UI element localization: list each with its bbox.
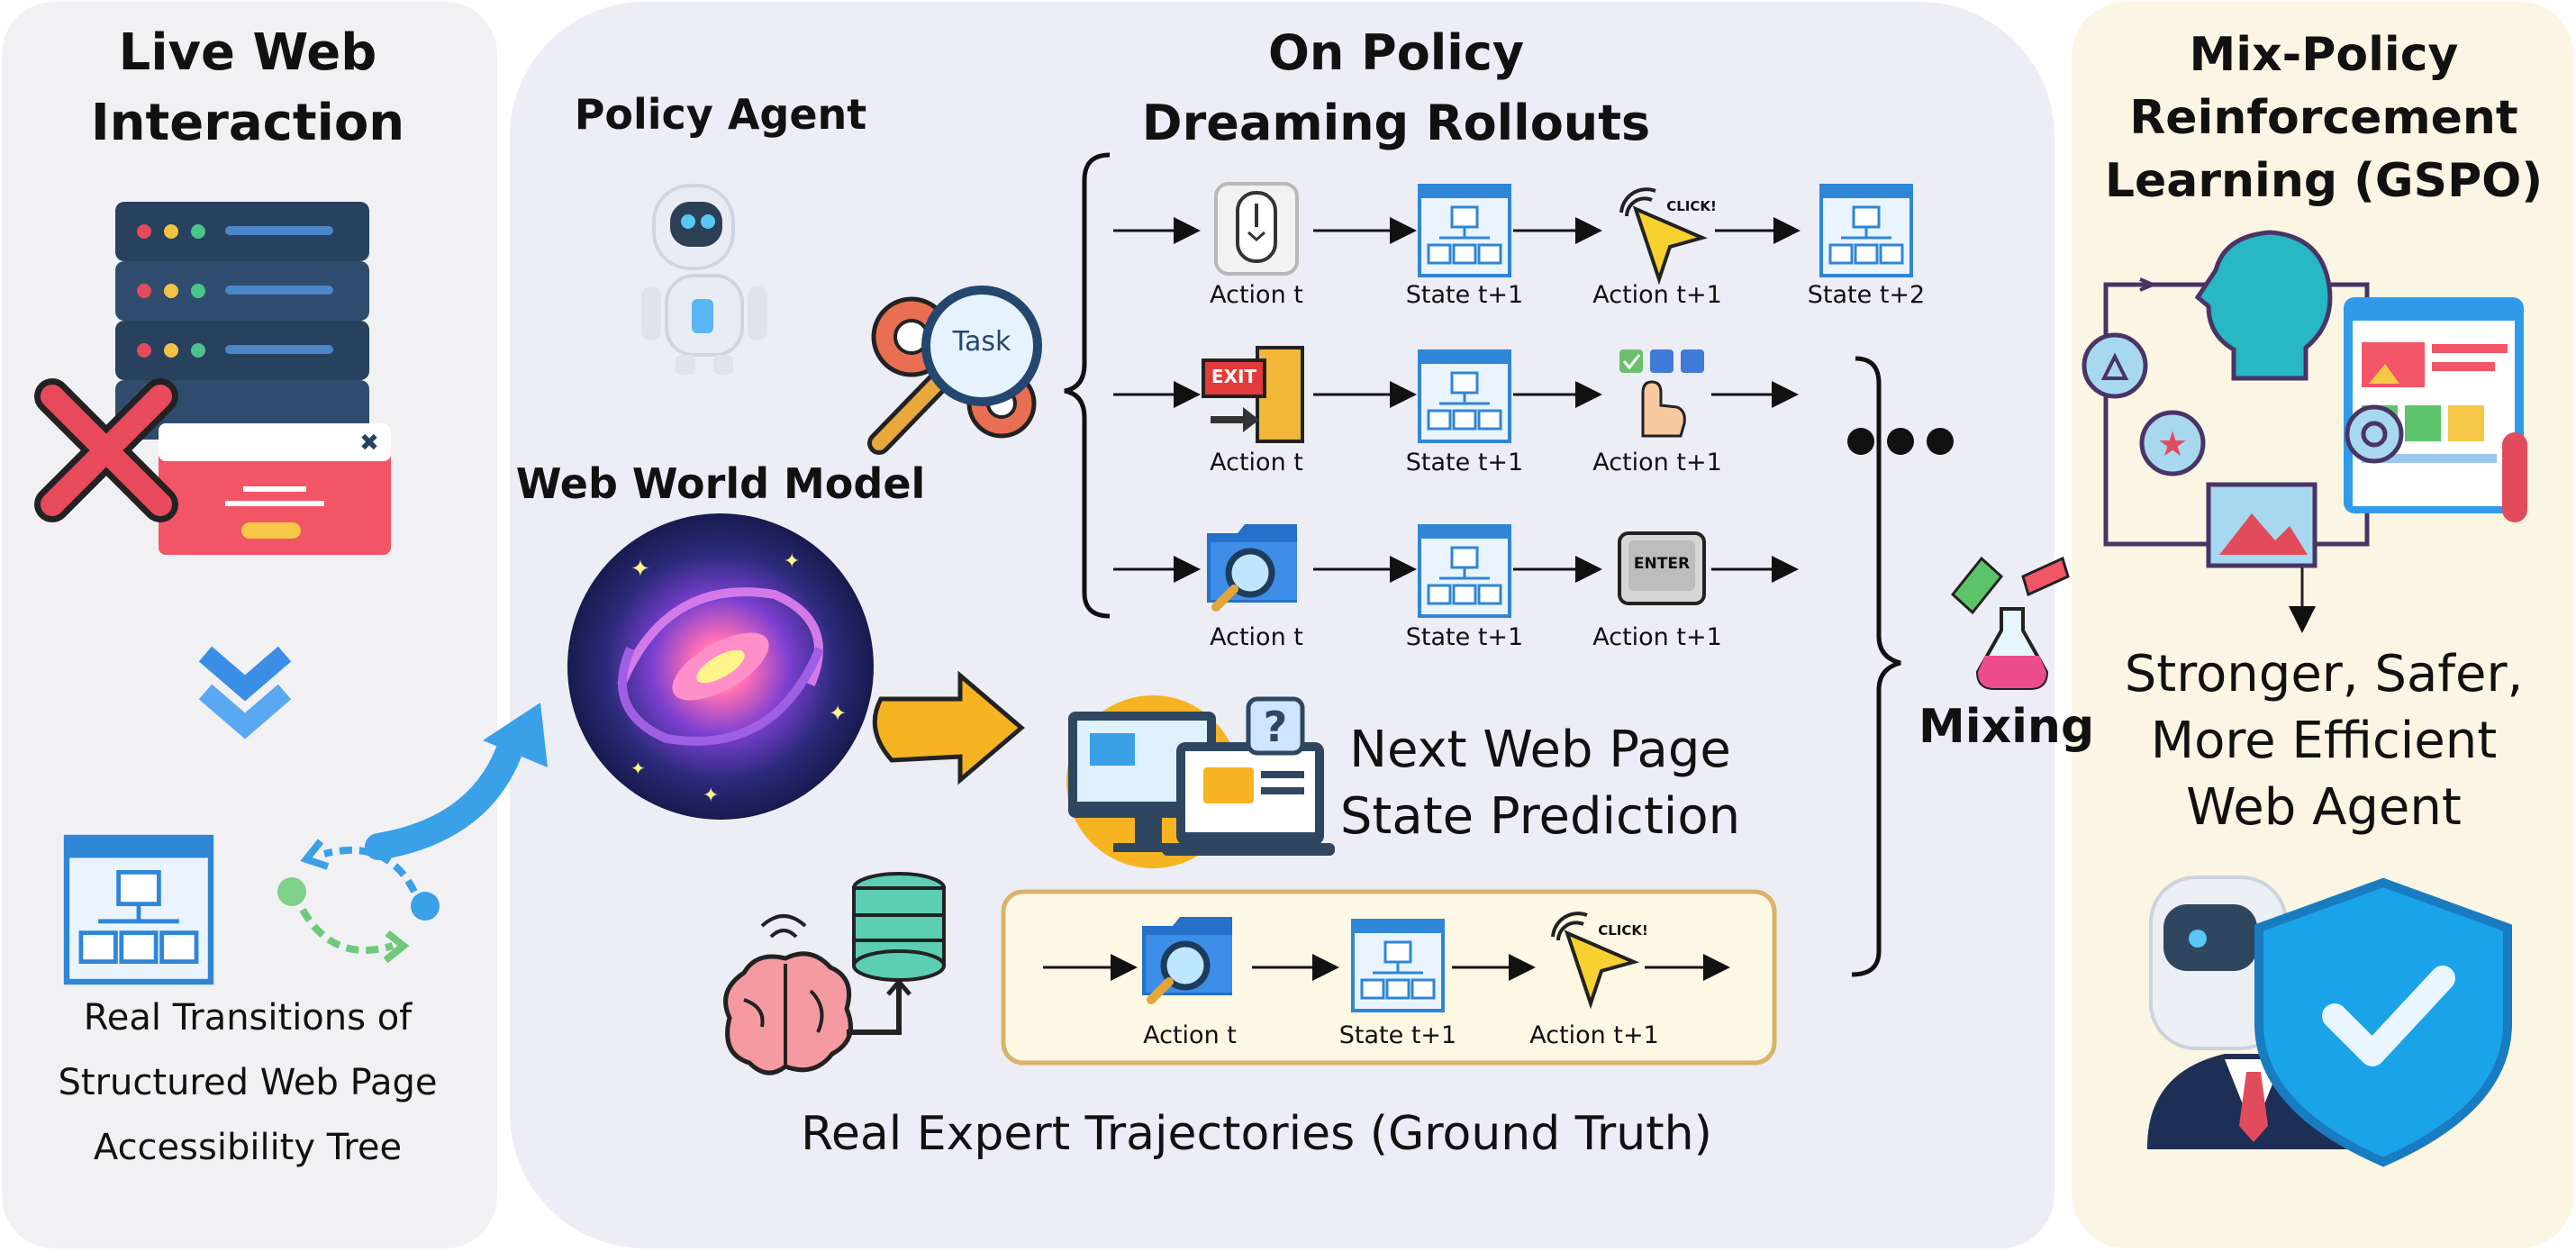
brain-database-icon: [723, 872, 946, 1075]
expert-step-1-label: Action t: [1143, 1021, 1237, 1049]
right-title-line-1: Mix-Policy: [2189, 28, 2459, 82]
click-text: CLICK!: [1666, 198, 1717, 214]
svg-text:?: ?: [1264, 703, 1288, 751]
svg-text:✖: ✖: [359, 430, 379, 457]
task-label: Task: [952, 326, 1011, 358]
error-window-icon: ✖: [159, 423, 391, 555]
ellipsis-icon: [1847, 428, 1954, 455]
state-page-icon: [1418, 524, 1511, 618]
prediction-line-2: State Prediction: [1339, 787, 1741, 846]
rl-loop-icon: ★: [2082, 230, 2527, 633]
mixing-flasks-icon: [1950, 556, 2070, 690]
middle-title-line-2: Dreaming Rollouts: [1141, 95, 1651, 151]
exit-text: EXIT: [1211, 366, 1257, 387]
expert-step-2-label: State t+1: [1338, 1021, 1457, 1049]
state-page-icon: [1819, 184, 1913, 277]
expert-caption: Real Expert Trajectories (Ground Truth): [801, 1107, 1712, 1161]
folder-search-icon: [1207, 524, 1297, 607]
svg-text:✦: ✦: [784, 550, 800, 573]
red-x-icon: [34, 378, 178, 522]
result-line-1: Stronger, Safer,: [2124, 645, 2524, 703]
left-caption-line-1: Real Transitions of: [83, 997, 413, 1039]
task-magnifier-icon: [867, 286, 1042, 455]
tap-select-icon: [1619, 349, 1704, 438]
yellow-arrow-icon: [872, 670, 1025, 785]
state-page-icon: [1418, 349, 1511, 443]
rollout-1-step-1-label: Action t: [1210, 281, 1303, 309]
result-line-3: Web Agent: [2186, 778, 2462, 837]
curved-blue-arrow: [365, 725, 527, 860]
server-stack-icon: [115, 202, 369, 440]
left-title-line-1: Live Web: [118, 23, 377, 82]
right-title-line-2: Reinforcement: [2129, 91, 2518, 145]
left-caption-line-3: Accessibility Tree: [93, 1127, 403, 1168]
chevron-down-icon: [198, 646, 292, 739]
rollout-brace: [1064, 152, 1111, 619]
robot-icon: [641, 184, 767, 375]
expert-step-3-label: Action t+1: [1529, 1021, 1659, 1049]
left-title-line-2: Interaction: [90, 94, 405, 152]
transition-cycle-icon: [277, 839, 440, 964]
left-caption-line-2: Structured Web Page: [58, 1062, 438, 1103]
rollout-2-step-2-label: State t+1: [1405, 449, 1524, 476]
right-title-line-3: Learning (GSPO): [2104, 154, 2544, 208]
svg-text:✦: ✦: [630, 758, 646, 779]
rollout-3-step-3-label: Action t+1: [1592, 623, 1722, 651]
svg-text:✦: ✦: [630, 556, 650, 583]
prediction-line-1: Next Web Page: [1349, 721, 1731, 779]
rollout-1-step-4-label: State t+2: [1807, 281, 1926, 309]
mouse-icon: [1214, 182, 1299, 276]
rollout-1-step-3-label: Action t+1: [1592, 281, 1722, 309]
galaxy-world-model-icon: ✦ ✦ ✦ ✦ ✦: [567, 513, 874, 820]
svg-text:✦: ✦: [703, 785, 719, 807]
mixing-brace: [1851, 356, 1901, 977]
svg-text:✦: ✦: [829, 701, 847, 726]
monitor-question-icon: ?: [1066, 695, 1335, 868]
click-text: CLICK!: [1598, 922, 1648, 939]
enter-key-icon: [1618, 531, 1706, 605]
mixing-label: Mixing: [1918, 700, 2095, 754]
rollout-2-step-1-label: Action t: [1210, 449, 1303, 476]
svg-text:★: ★: [2157, 424, 2188, 464]
accessibility-tree-icon: [67, 838, 211, 982]
policy-agent-label: Policy Agent: [574, 90, 867, 139]
exit-door-icon: [1202, 346, 1304, 443]
shield-agent-icon: [2147, 875, 2512, 1167]
folder-search-icon: [1142, 917, 1232, 1000]
web-world-model-label: Web World Model: [515, 459, 926, 508]
state-page-icon: [1418, 184, 1511, 277]
curved-arrow-head: [483, 703, 548, 767]
rollout-3-step-1-label: Action t: [1210, 623, 1303, 651]
rollout-1-step-2-label: State t+1: [1405, 281, 1524, 309]
rollout-2-step-3-label: Action t+1: [1592, 449, 1722, 476]
rollout-3-step-2-label: State t+1: [1405, 623, 1524, 651]
enter-text: ENTER: [1633, 555, 1691, 573]
state-page-icon: [1351, 919, 1445, 1012]
middle-title-line-1: On Policy: [1267, 24, 1525, 81]
result-line-2: More Efficient: [2150, 712, 2498, 770]
